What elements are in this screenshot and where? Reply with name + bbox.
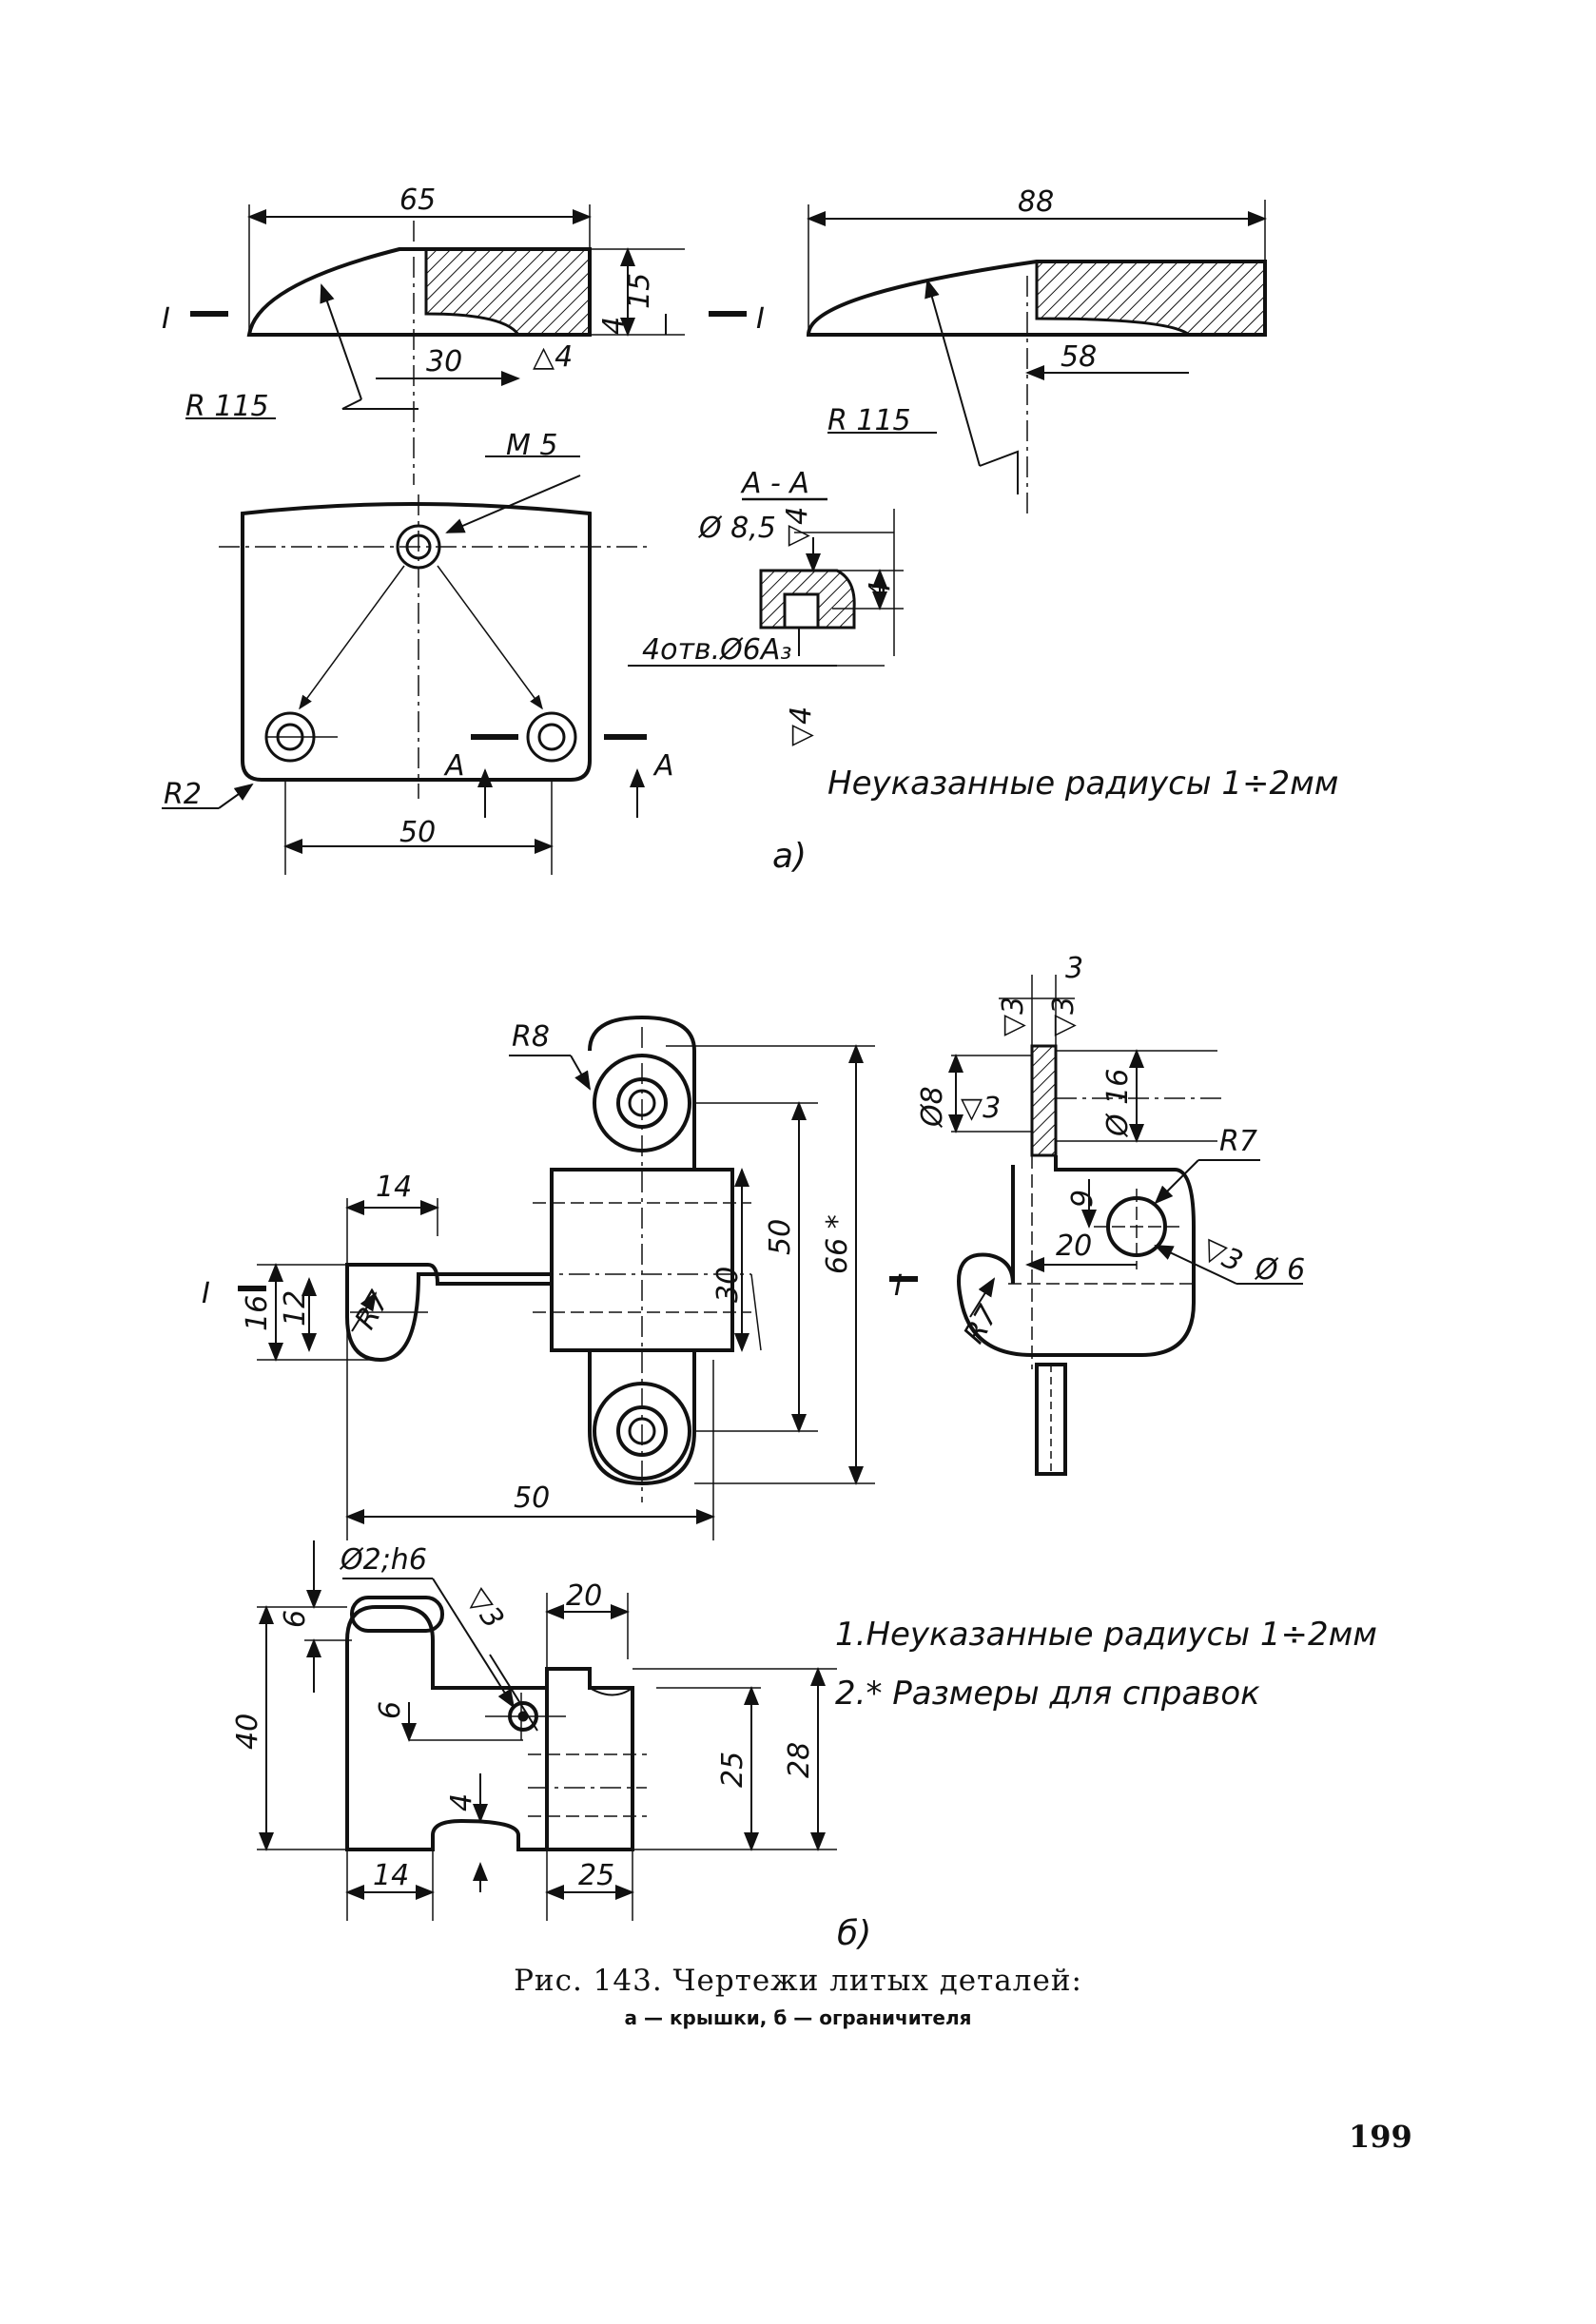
dim-66: 66 *: [821, 1214, 854, 1274]
figure-a-cover: [162, 200, 1267, 875]
dim-30: 30: [426, 345, 462, 378]
cover-profile-left: [185, 204, 747, 485]
dim-16: 16: [241, 1295, 274, 1331]
note-1: 1.Неуказанные радиусы 1÷2мм: [835, 1616, 1377, 1654]
limiter-front-view: [238, 1015, 875, 1540]
dim-3: 3: [1065, 952, 1083, 985]
dim-25-vert: 25: [716, 1752, 749, 1788]
dia-8-5: Ø 8,5: [697, 512, 776, 545]
rough-3-b: ▽3: [1047, 997, 1080, 1036]
roughness-4: △4: [533, 340, 573, 374]
dim-14: 14: [376, 1171, 412, 1204]
dim-30: 30: [711, 1267, 745, 1303]
dim-dia-6: Ø 6: [1254, 1253, 1305, 1287]
section-mark-right: I: [756, 302, 765, 336]
figure-caption-legend: а — крышки, б — ограничителя: [624, 2006, 972, 2029]
holes-note: 4отв.Ø6А₃: [642, 633, 791, 667]
dim-r7-left: R7: [349, 1286, 397, 1335]
figure-a-labels: 65 88 15 4 30 △4 R 115 R 115 58 I I M 5 …: [162, 184, 1338, 876]
figure-a-label: а): [772, 837, 807, 876]
rough-top-4: ▽4: [781, 507, 814, 547]
cover-profile-right: [806, 200, 1267, 513]
dim-r8: R8: [512, 1020, 550, 1054]
dim-14-bottom: 14: [373, 1859, 409, 1892]
cover-plan-view: [162, 455, 647, 875]
dim-4: 4: [597, 317, 631, 335]
section-arrow-a-left: A: [443, 749, 465, 783]
dim-4: 4: [445, 1793, 478, 1811]
note-unspecified-radii: Неуказанные радиусы 1÷2мм: [827, 765, 1338, 803]
rough-3-side: ▽3: [1197, 1232, 1248, 1280]
dim-6-left: 6: [279, 1610, 312, 1628]
rough-3-bottom: ▽3: [459, 1583, 510, 1636]
dim-dia-8: Ø8: [916, 1086, 949, 1129]
dim-50: 50: [399, 816, 436, 849]
dim-dia-16: Ø 16: [1101, 1069, 1135, 1138]
figure-caption: Рис. 143. Чертежи литых деталей:: [514, 1964, 1082, 1998]
figure-b-labels: R8 14 16 12 R7 50 30 66 * 50 I I ▽3 ▽3 3…: [202, 952, 1377, 1953]
dim-12: 12: [279, 1290, 312, 1327]
figure-b-limiter: [238, 975, 1303, 1921]
section-title: A - A: [740, 467, 809, 500]
radius-right: R 115: [827, 404, 911, 437]
page-number: 199: [1349, 2119, 1412, 2155]
dim-88: 88: [1018, 185, 1054, 219]
dim-58: 58: [1061, 340, 1097, 374]
dim-40: 40: [231, 1714, 264, 1750]
rough-3-mid: ▽3: [961, 1092, 1001, 1125]
rough-3-a: ▽3: [997, 997, 1030, 1036]
dim-r7-right: R7: [1219, 1125, 1257, 1158]
dim-6-inner: 6: [374, 1701, 407, 1719]
figure-b-label: б): [837, 1914, 871, 1953]
depth-4: 4: [864, 581, 897, 599]
thread-m5: M 5: [506, 429, 558, 462]
dim-dia-2-h6: Ø2;h6: [339, 1543, 427, 1577]
dim-65: 65: [399, 184, 436, 217]
limiter-plan-view: [257, 1540, 837, 1921]
corner-r2: R2: [164, 778, 202, 811]
dim-20-side: 20: [1056, 1230, 1092, 1263]
mark-i-right: I: [894, 1269, 903, 1303]
section-arrow-a-right: A: [652, 749, 674, 783]
dim-9: 9: [1066, 1190, 1100, 1208]
rough-bottom-4: ▽4: [785, 707, 818, 746]
dim-50-horiz: 50: [514, 1482, 550, 1515]
mark-i-left: I: [202, 1277, 210, 1310]
section-mark-left: I: [162, 302, 170, 336]
dim-50-vert: 50: [764, 1219, 797, 1255]
limiter-side-view: [889, 975, 1303, 1476]
dim-20-bottom: 20: [566, 1579, 602, 1613]
dim-28: 28: [783, 1742, 816, 1778]
note-2: 2.* Размеры для справок: [835, 1675, 1260, 1713]
radius-left: R 115: [185, 390, 269, 423]
dim-25-horiz: 25: [578, 1859, 614, 1892]
section-a-a: [628, 497, 904, 667]
dim-15: 15: [623, 273, 656, 309]
